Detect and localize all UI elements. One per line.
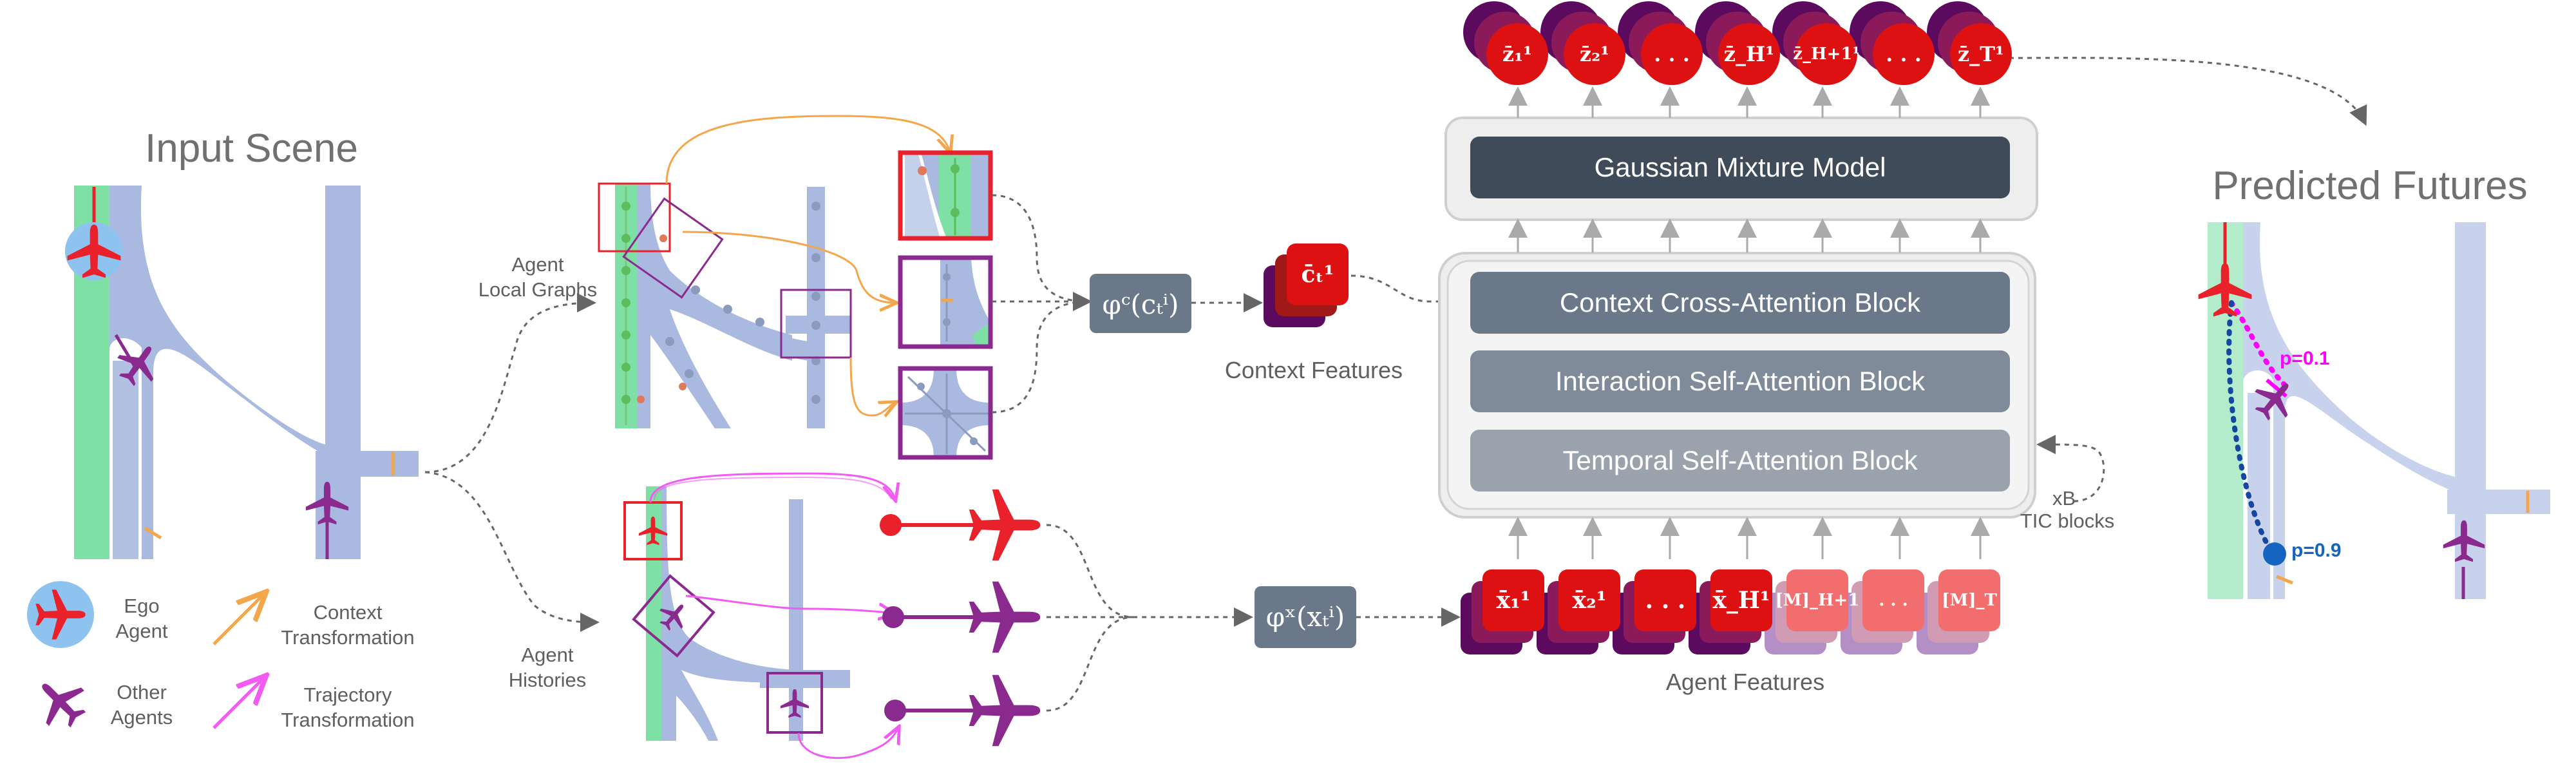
ego-canonical-icon [969,489,1041,561]
trajectory-transform-arrow [685,595,894,613]
context-token [1287,244,1349,305]
output-token: . . . [1641,23,1703,85]
predicted-futures-title: Predicted Futures [2212,164,2528,208]
output-token: z̄_H+1¹ [1793,23,1860,85]
other-canonical-icon [969,581,1041,653]
agent-token: x̄₂¹ [1558,569,1620,631]
context-cross-attention-block: Context Cross-Attention Block [1470,272,2010,334]
tic-xb-label: xB [2052,487,2076,510]
local-graph-crop-other-1 [898,255,993,349]
flow-arrows [1508,86,1990,559]
agent-token: x̄₁¹ [1482,569,1544,631]
prediction-prob-label: p=0.9 [2291,540,2342,561]
context-transform-arrow [849,357,895,415]
local-graph-crop-other-2 [898,366,993,460]
legend-context-arrow-icon [213,594,264,645]
ego-trajectory-start [880,514,902,536]
other-history-agent-icon [780,689,810,718]
trajectory-transform-arrow [797,728,898,759]
other-canonical-icon [969,674,1041,747]
output-token: . . . [1873,23,1935,85]
agent-features-label: Agent Features [1665,669,1825,695]
traj-to-encoder-arrow [1046,524,1253,627]
legend-trajectory-arrow-icon [213,678,264,729]
legend-other-label: Other Agents [110,681,173,729]
legend-other-icon [25,667,96,738]
crop-to-encoder-arrow [991,300,1089,414]
agent-token: [M]_H+1 [1776,569,1859,631]
context-token-label: c̄ₜ¹ [1301,261,1334,288]
context-transform-arrow [682,231,895,303]
legend-ego-label: Ego Agent [115,595,168,642]
predicted-futures-map [2208,222,2550,599]
agent-histories-map [623,486,850,741]
interaction-self-attention-block: Interaction Self-Attention Block [1470,350,2010,412]
tic-blocks-label: TIC blocks [2020,510,2115,532]
local-graph-crop-ego [898,150,993,241]
trajectory-transform-arrow [654,476,892,501]
other-trajectory-start [882,606,904,628]
context-encoder-label: φᶜ(cₜⁱ) [1102,289,1179,320]
gmm-block: Gaussian Mixture Model [1470,137,2010,198]
agent-token: . . . [1862,569,1924,631]
legend-trajectory-label: Trajectory Transformation [281,683,415,731]
output-token: z̄_H¹ [1718,23,1780,85]
traj-to-encoder-arrow [1046,616,1134,712]
output-token: z̄₁¹ [1486,23,1548,85]
context-encoder-box [1090,274,1191,333]
output-token: z̄_T¹ [1950,23,2012,85]
agent-token: [M]_T [1938,569,2000,631]
local-graphs-label: Agent Local Graphs [478,253,598,301]
legend-context-label: Context Transformation [281,601,415,649]
context-transform-arrow [665,115,950,184]
local-graphs-map [598,182,852,428]
context-to-transformer-arrow [1350,274,1471,311]
trajectory-transform-arrow [649,472,895,502]
prediction-prob-label: p=0.1 [2280,348,2330,369]
output-token: z̄₂¹ [1564,23,1625,85]
other-trajectory-start [884,700,906,721]
agent-token: . . . [1634,569,1696,631]
to-local-graphs-arrow [424,293,596,473]
crop-to-encoder-arrow [991,194,1089,303]
input-scene-title: Input Scene [145,126,358,171]
trajectory-encoder-label: φˣ(xₜⁱ) [1265,601,1345,633]
context-features-label: Context Features [1224,357,1403,383]
to-histories-arrow [424,471,600,632]
to-predictions-arrow [2009,57,2367,126]
temporal-self-attention-block: Temporal Self-Attention Block [1470,430,2010,492]
input-scene-map [65,186,419,559]
agent-token: x̄_H¹ [1710,569,1772,631]
histories-label: Agent Histories [508,644,587,691]
trajectory-encoder-box [1255,586,1356,648]
tic-loop-arrow [2036,435,2105,502]
